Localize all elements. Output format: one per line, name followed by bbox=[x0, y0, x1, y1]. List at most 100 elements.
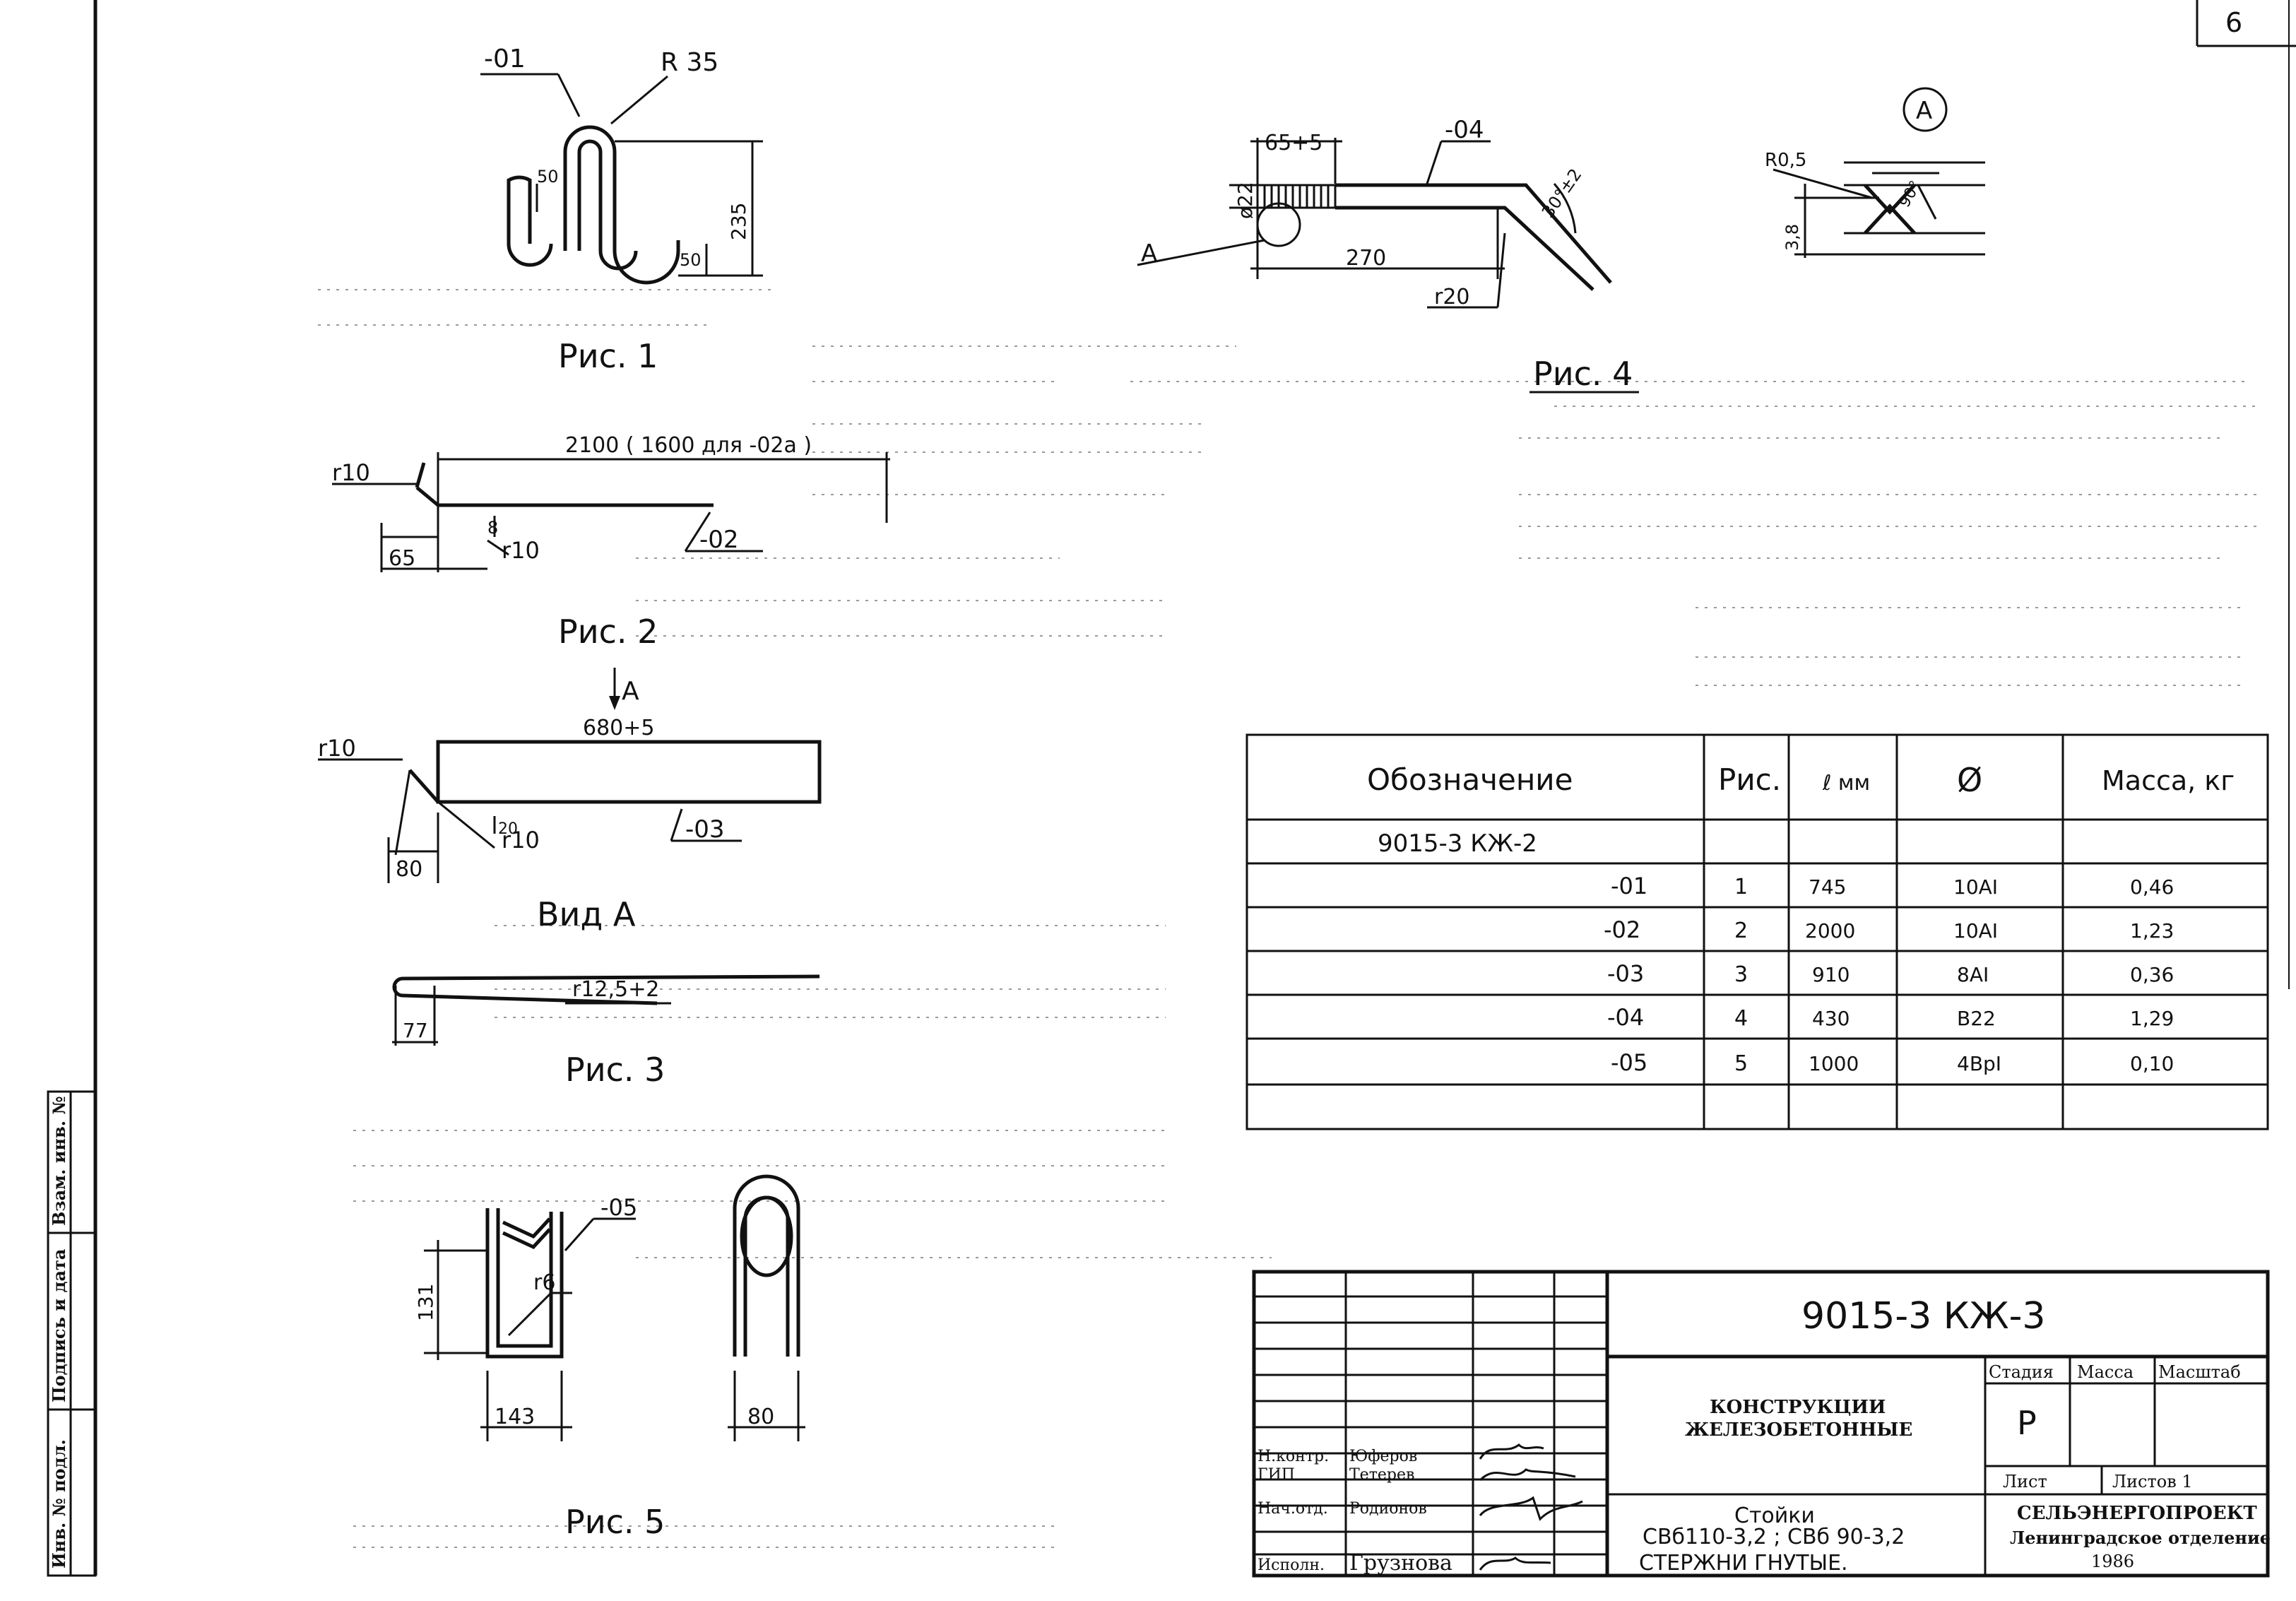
row-5-mass: 0,10 bbox=[2130, 1052, 2174, 1075]
tb-name-3: Грузнова bbox=[1349, 1551, 1452, 1576]
tb-title-3: СТЕРЖНИ ГНУТЫЕ. bbox=[1639, 1551, 1848, 1576]
row-1-des: -01 bbox=[1611, 873, 1647, 899]
figure-view-a: А 680+5 r10 r10 20 80 -03 Вид А bbox=[318, 668, 822, 933]
fig4-mark: -04 bbox=[1445, 116, 1484, 144]
fig4-radius: r20 bbox=[1434, 285, 1470, 309]
view-a-dim-small: 20 bbox=[498, 820, 518, 838]
fig4-caption: Рис. 4 bbox=[1533, 355, 1633, 393]
figure-4: 65+5 -04 ø22 270 30°±2 r20 А Рис. 4 bbox=[1137, 116, 1639, 394]
tb-name-0: Юферов bbox=[1349, 1448, 1417, 1465]
view-a-length: 680+5 bbox=[583, 716, 654, 740]
title-block: 9015-3 КЖ-3 КОНСТРУКЦИИ ЖЕЛЕЗОБЕТОННЫЕ С… bbox=[1252, 1270, 2271, 1578]
row-3-len: 910 bbox=[1812, 963, 1850, 986]
row-4-mass: 1,29 bbox=[2130, 1007, 2174, 1030]
figure-1: -01 R 35 50 50 235 Рис. 1 bbox=[480, 45, 763, 375]
fig4-dia: ø22 bbox=[1233, 182, 1257, 219]
row-3-mass: 0,36 bbox=[2130, 963, 2174, 986]
detail-a-r: R0,5 bbox=[1765, 150, 1806, 171]
row-5-len: 1000 bbox=[1809, 1052, 1859, 1075]
row-4-fig: 4 bbox=[1734, 1006, 1748, 1031]
fig3-radius: r12,5+2 bbox=[572, 977, 659, 1002]
signature-1 bbox=[1479, 1468, 1576, 1482]
fig4-pointer: А bbox=[1141, 240, 1157, 268]
fig2-r-bend: r10 bbox=[502, 537, 540, 564]
fig1-dim-height: 235 bbox=[727, 203, 750, 240]
fig2-dim-off: 65 bbox=[389, 546, 415, 571]
stamp-vzam-inv: Взам. инв. № bbox=[49, 1096, 69, 1226]
row-1-mass: 0,46 bbox=[2130, 875, 2174, 899]
row-2-len: 2000 bbox=[1805, 919, 1855, 943]
spec-table: Обозначение Рис. ℓ мм Ø Масса, кг 9015-3… bbox=[1245, 733, 2269, 1130]
figure-5: -05 131 143 80 r6 Рис. 5 bbox=[414, 1174, 805, 1541]
row-2-mass: 1,23 bbox=[2130, 919, 2174, 943]
th-diameter: Ø bbox=[1957, 761, 1982, 799]
tb-section-2: ЖЕЛЕЗОБЕТОННЫЕ bbox=[1685, 1419, 1912, 1441]
tb-stage: Р bbox=[2017, 1404, 2037, 1442]
fig2-r-top: r10 bbox=[332, 459, 370, 486]
view-a-r-top: r10 bbox=[318, 735, 356, 762]
detail-a-label: А bbox=[1916, 97, 1932, 125]
stamp-sign-date: Подпись и дата bbox=[49, 1249, 69, 1402]
fig2-dim-small: 8 bbox=[487, 518, 498, 538]
fig1-dim-hook-b: 50 bbox=[680, 250, 702, 270]
detail-a-dim: 3,8 bbox=[1782, 224, 1802, 251]
fig5-mark: -05 bbox=[600, 1194, 637, 1221]
signature-2 bbox=[1479, 1496, 1583, 1521]
stamp-inv-podl: Инв. № подл. bbox=[49, 1439, 69, 1568]
tb-sheets-h: Листов 1 bbox=[2112, 1472, 2193, 1491]
th-mass: Масса, кг bbox=[2102, 765, 2235, 796]
fig5-caption: Рис. 5 bbox=[565, 1503, 665, 1541]
row-5-dia: 4ВрI bbox=[1957, 1052, 2001, 1075]
tb-name-1: Тетерев bbox=[1349, 1466, 1414, 1484]
figure-4-detail-a: А R0,5 3,8 90° bbox=[1765, 87, 1985, 258]
fig4-dim-len: 65+5 bbox=[1265, 131, 1322, 155]
tb-role-3: Исполн. bbox=[1258, 1556, 1325, 1574]
row-0-des: 9015-3 КЖ-2 bbox=[1378, 829, 1537, 858]
row-5-des: -05 bbox=[1611, 1049, 1647, 1076]
fig1-mark: -01 bbox=[484, 45, 526, 73]
figure-3: r12,5+2 77 Рис. 3 bbox=[392, 974, 820, 1089]
row-2-des: -02 bbox=[1604, 916, 1640, 943]
fig3-caption: Рис. 3 bbox=[565, 1051, 665, 1089]
row-3-des: -03 bbox=[1607, 960, 1644, 987]
row-2-fig: 2 bbox=[1734, 918, 1748, 943]
row-5-fig: 5 bbox=[1734, 1051, 1748, 1076]
view-a-dim-off: 80 bbox=[396, 857, 422, 882]
row-4-len: 430 bbox=[1812, 1007, 1850, 1030]
tb-role-2: Нач.отд. bbox=[1258, 1500, 1328, 1518]
fig1-dim-hook-a: 50 bbox=[537, 167, 559, 187]
th-designation: Обозначение bbox=[1367, 762, 1573, 797]
fig3-dim: 77 bbox=[403, 1019, 428, 1042]
fig1-caption: Рис. 1 bbox=[558, 337, 658, 375]
row-1-fig: 1 bbox=[1734, 875, 1748, 899]
tb-year: 1986 bbox=[2091, 1552, 2134, 1571]
view-a-arrow-label: А bbox=[622, 677, 639, 706]
row-1-len: 745 bbox=[1809, 875, 1846, 899]
fig4-angle: 30°±2 bbox=[1538, 165, 1586, 222]
row-2-dia: 10АI bbox=[1953, 919, 1998, 943]
tb-title-2: СВб110-3,2 ; СВб 90-3,2 bbox=[1643, 1525, 1905, 1549]
scan-noise bbox=[318, 289, 2261, 1548]
corner-mark: 6 bbox=[2225, 7, 2242, 38]
tb-doc-code: 9015-3 КЖ-3 bbox=[1801, 1295, 2046, 1337]
tb-role-0: Н.контр. bbox=[1258, 1448, 1329, 1465]
tb-sheet-h: Лист bbox=[2003, 1472, 2047, 1491]
signature-3 bbox=[1479, 1556, 1551, 1571]
tb-scale-h: Масштаб bbox=[2158, 1362, 2241, 1382]
view-a-caption: Вид А bbox=[537, 895, 636, 933]
tb-title-1: Стойки bbox=[1734, 1503, 1815, 1528]
tb-mass-h: Масса bbox=[2077, 1362, 2134, 1382]
view-a-r-bend: r10 bbox=[502, 827, 540, 853]
side-stamp: Инв. № подл. Подпись и дата Взам. инв. № bbox=[47, 1090, 97, 1577]
tb-name-2: Родионов bbox=[1349, 1500, 1427, 1518]
fig2-caption: Рис. 2 bbox=[558, 613, 658, 651]
row-4-dia: B22 bbox=[1957, 1007, 1996, 1030]
fig5-radius: r6 bbox=[533, 1270, 555, 1295]
fig5-dim-h: 131 bbox=[414, 1284, 437, 1321]
tb-stage-h: Стадия bbox=[1989, 1362, 2054, 1382]
detail-a-angle: 90° bbox=[1896, 178, 1925, 211]
view-a-mark: -03 bbox=[685, 815, 725, 844]
row-1-dia: 10АI bbox=[1953, 875, 1998, 899]
fig1-radius: R 35 bbox=[661, 48, 718, 77]
